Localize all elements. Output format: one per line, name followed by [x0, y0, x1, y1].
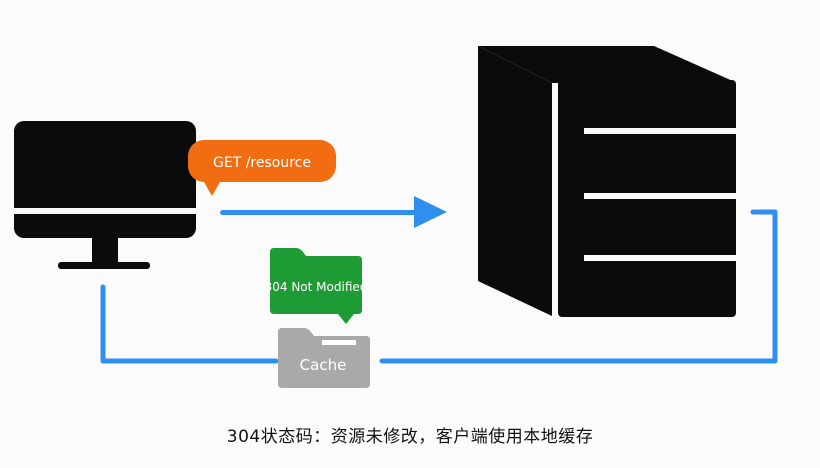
server-side-face — [478, 46, 552, 316]
monitor-icon — [14, 121, 196, 269]
monitor-bezel-line — [14, 208, 196, 214]
request-arrow — [220, 196, 447, 228]
request-bubble-shape — [188, 140, 336, 196]
request-bubble: GET /resource — [188, 140, 336, 196]
monitor-screen — [14, 121, 196, 238]
monitor-base — [58, 262, 150, 269]
request-label: GET /resource — [213, 155, 311, 171]
response-bubble: 304 Not Modified — [265, 248, 368, 324]
response-line-left — [100, 284, 279, 364]
server-top-face — [478, 46, 735, 83]
server-slot-1 — [584, 128, 736, 134]
cache-folder-tab-line — [322, 340, 356, 345]
response-line-right — [379, 209, 778, 364]
response-label: 304 Not Modified — [265, 280, 368, 294]
caption-text: 304状态码：资源未修改，客户端使用本地缓存 — [226, 427, 594, 447]
cache-label: Cache — [300, 356, 347, 374]
server-slot-3 — [584, 255, 736, 261]
response-path — [100, 209, 778, 364]
monitor-neck — [92, 236, 118, 262]
server-slot-2 — [584, 193, 736, 199]
request-arrow-head — [414, 196, 447, 228]
folder-icon: Cache — [278, 328, 370, 388]
server-icon — [478, 46, 736, 317]
response-bubble-shape — [270, 248, 362, 324]
request-arrow-line — [220, 210, 418, 215]
